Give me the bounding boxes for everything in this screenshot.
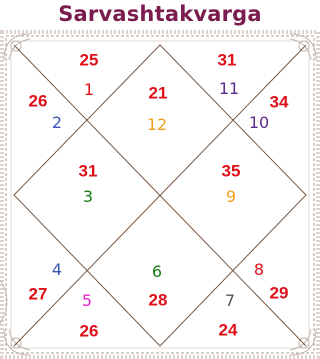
north-indian-chart: [0, 30, 320, 359]
house-7-score: 24: [219, 322, 238, 339]
house-11-score: 31: [218, 52, 237, 69]
house-1-score: 25: [80, 52, 99, 69]
house-8-number: 8: [254, 262, 264, 278]
house-9-score: 35: [222, 163, 241, 180]
house-4-score: 27: [29, 286, 48, 303]
house-10-score: 34: [270, 94, 289, 111]
house-7-number: 7: [225, 293, 235, 309]
chart-title: Sarvashtakvarga: [0, 2, 320, 26]
house-10-number: 10: [249, 115, 269, 131]
house-9-number: 9: [226, 189, 236, 205]
house-8-score: 29: [270, 285, 289, 302]
house-12-score: 21: [149, 85, 168, 102]
house-6-number: 6: [152, 264, 162, 280]
house-3-score: 31: [79, 163, 98, 180]
house-5-score: 26: [80, 323, 99, 340]
house-11-number: 11: [219, 81, 239, 97]
house-12-number: 12: [147, 117, 167, 133]
house-2-score: 26: [29, 93, 48, 110]
house-4-number: 4: [52, 262, 62, 278]
house-1-number: 1: [84, 82, 94, 98]
house-3-number: 3: [83, 189, 93, 205]
house-6-score: 28: [149, 292, 168, 309]
house-5-number: 5: [82, 293, 92, 309]
house-2-number: 2: [52, 115, 62, 131]
